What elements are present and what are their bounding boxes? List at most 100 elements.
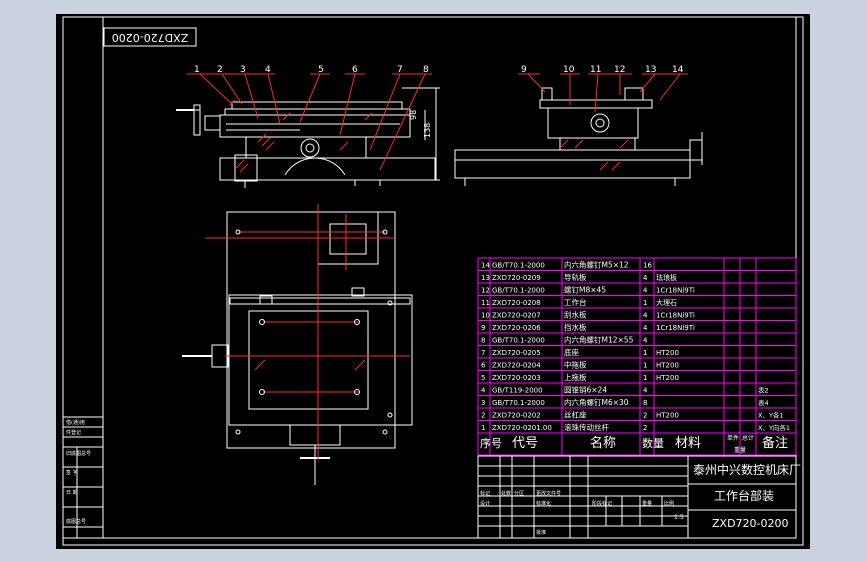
bom-cell-qty: 4 bbox=[643, 337, 648, 345]
bom-cell-code: ZXD720-0206 bbox=[492, 324, 541, 332]
tb-label-zone: 分区 bbox=[514, 490, 524, 497]
side-label-base-no: 底图总号 bbox=[66, 518, 86, 525]
bom-cell-code: GB/T70.1-2000 bbox=[492, 287, 545, 295]
side-view-hatch bbox=[559, 139, 629, 171]
tb-label-weight: 重量 bbox=[642, 500, 652, 507]
bom-cell-code: ZXD720-0204 bbox=[492, 362, 541, 370]
balloon-2: 2 bbox=[217, 65, 223, 75]
side-label-register: 件登记 bbox=[66, 429, 81, 436]
bom-cell-qty: 16 bbox=[643, 262, 652, 270]
bom-cell-material: HT200 bbox=[656, 412, 679, 420]
bom-cell-code: ZXD720-0208 bbox=[492, 299, 541, 307]
tb-label-count: 处数 bbox=[501, 490, 511, 497]
side-block-text: 借(通)用 件登记 旧底图总号 签 字 日 期 底图总号 bbox=[66, 419, 91, 525]
bom-cell-qty: 4 bbox=[643, 287, 648, 295]
side-label-sign: 签 字 bbox=[66, 469, 78, 476]
bom-cell-no: 6 bbox=[481, 362, 486, 370]
bom-cell-name: 刮水板 bbox=[564, 310, 587, 320]
bom-cell-material: 珐琅板 bbox=[656, 273, 677, 282]
bom-cell-name: 滚珠传动丝杆 bbox=[564, 422, 609, 432]
tb-label-stage: 阶段标记 bbox=[592, 500, 612, 507]
bom-header-material: 材料 bbox=[675, 436, 701, 451]
bom-cell-code: ZXD720-0203 bbox=[492, 374, 541, 382]
bom-cell-note: 表2 bbox=[758, 386, 769, 395]
bom-cell-material: HT200 bbox=[656, 362, 679, 370]
bom-cell-name: 挡水板 bbox=[564, 322, 587, 332]
top-view-centerlines bbox=[205, 204, 410, 460]
bom-cell-qty: 4 bbox=[643, 324, 648, 332]
bom-cell-name: 内六角螺钉M12×55 bbox=[564, 335, 634, 345]
balloon-11: 11 bbox=[590, 65, 601, 75]
bom-cell-code: GB/T70.1-2000 bbox=[492, 399, 545, 407]
bom-cell-material: 1Cr18Ni9Ti bbox=[656, 312, 695, 320]
balloon-4: 4 bbox=[265, 65, 271, 75]
bom-cell-code: GB/T70.1-2000 bbox=[492, 262, 545, 270]
bom-header-name: 名称 bbox=[590, 435, 616, 451]
balloon-leaders-side bbox=[518, 73, 688, 113]
balloon-7: 7 bbox=[397, 65, 403, 75]
bom-cell-qty: 2 bbox=[643, 424, 647, 432]
bom-cell-qty: 4 bbox=[643, 312, 648, 320]
bom-cell-name: 螺钉M8×45 bbox=[564, 285, 606, 295]
bom-cell-code: ZXD720-0202 bbox=[492, 412, 541, 420]
side-label-old-no: 旧底图总号 bbox=[66, 450, 91, 457]
balloon-9: 9 bbox=[521, 65, 527, 75]
balloon-5: 5 bbox=[318, 65, 324, 75]
bom-cell-material: 1Cr18Ni9Ti bbox=[656, 287, 695, 295]
bom-header-code: 代号 bbox=[512, 436, 538, 451]
bom-cell-no: 2 bbox=[481, 412, 485, 420]
balloon-10: 10 bbox=[563, 65, 575, 75]
side-view bbox=[454, 87, 703, 186]
bom-header-qty: 数量 bbox=[642, 437, 664, 450]
bom-cell-material: 1Cr18Ni9Ti bbox=[656, 324, 695, 332]
bom-cell-material: HT200 bbox=[656, 374, 679, 382]
bom-cell-name: 内六角螺钉M5×12 bbox=[564, 260, 629, 270]
bom-cell-no: 4 bbox=[481, 387, 486, 395]
bom-cell-qty: 1 bbox=[643, 349, 647, 357]
bom-header-weight-b: 总计 bbox=[742, 434, 754, 442]
scale-value: 1:5 bbox=[674, 514, 684, 521]
bom-cell-no: 11 bbox=[481, 299, 490, 307]
drawing-number: ZXD720-0200 bbox=[712, 517, 789, 530]
tb-label-mark: 标记 bbox=[480, 490, 490, 497]
bom-header: 序号 代号 名称 数量 材料 单件 总计 重量 备注 bbox=[480, 434, 788, 454]
bom-cell-code: GB/T119-2000 bbox=[492, 387, 543, 395]
balloon-3: 3 bbox=[240, 65, 246, 75]
bom-cell-name: 圆锥销6×24 bbox=[564, 385, 607, 395]
bom-cell-qty: 1 bbox=[643, 374, 647, 382]
balloon-8: 8 bbox=[423, 65, 429, 75]
tb-label-approve: 批准 bbox=[536, 529, 546, 536]
bom-cell-code: ZXD720-0205 bbox=[492, 349, 541, 357]
svg-text:98: 98 bbox=[409, 110, 418, 120]
bom-cell-note: X、Y各1 bbox=[758, 411, 784, 420]
svg-text:ZXD720-0200: ZXD720-0200 bbox=[112, 31, 189, 44]
bom-cell-qty: 1 bbox=[643, 362, 647, 370]
balloon-1: 1 bbox=[194, 65, 200, 75]
balloon-14: 14 bbox=[672, 65, 684, 75]
bom-cell-no: 3 bbox=[481, 399, 485, 407]
tb-label-standard: 标准化 bbox=[536, 500, 551, 507]
bom-cell-no: 12 bbox=[481, 287, 490, 295]
company-name: 泰州中兴数控机床厂 bbox=[693, 462, 801, 477]
bom-header-weight-c: 重量 bbox=[734, 446, 746, 454]
bom-cell-no: 5 bbox=[481, 374, 485, 382]
bom-cell-qty: 1 bbox=[643, 299, 647, 307]
drawing-title: 工作台部装 bbox=[714, 488, 774, 503]
bom-cell-qty: 8 bbox=[643, 399, 647, 407]
bom-cell-name: 上拖板 bbox=[564, 372, 587, 382]
bom-cell-code: ZXD720-0207 bbox=[492, 312, 541, 320]
bom-cell-note: X、Y向各1 bbox=[758, 423, 790, 432]
bom-cell-name: 导轨板 bbox=[564, 272, 587, 282]
balloon-13: 13 bbox=[645, 65, 656, 75]
bom-header-note: 备注 bbox=[762, 435, 788, 451]
bom-cell-material: HT200 bbox=[656, 349, 679, 357]
bom-cell-note: 表4 bbox=[758, 398, 769, 407]
tb-label-change: 更改文件号 bbox=[536, 490, 561, 497]
bom-cell-no: 7 bbox=[481, 349, 485, 357]
bom-cell-material: 大理石 bbox=[656, 298, 677, 307]
front-view-hatch bbox=[229, 99, 373, 173]
bom-cell-code: GB/T70.1-2000 bbox=[492, 337, 545, 345]
balloon-labels-front: 1 2 3 4 5 6 7 8 bbox=[194, 65, 429, 75]
bom-cell-qty: 4 bbox=[643, 387, 648, 395]
